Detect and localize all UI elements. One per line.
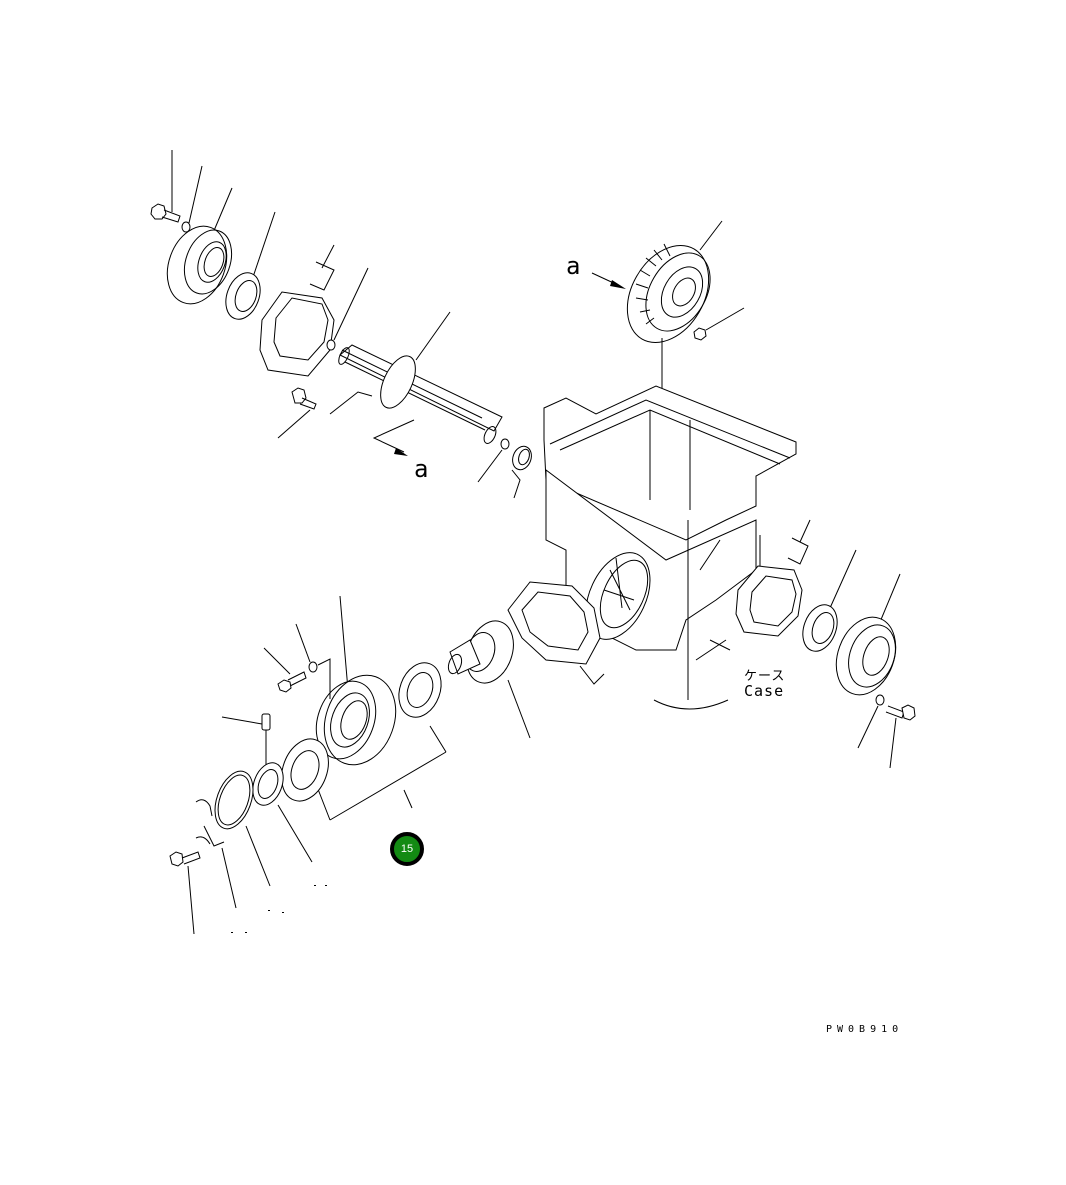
bevel-pinion-shaft: [338, 311, 503, 444]
view-arrow-top: [591, 272, 626, 289]
lock-plate: [252, 762, 313, 863]
pinion-bolt: [277, 387, 373, 439]
lower-cage: [315, 595, 397, 766]
pinion-plug: [477, 438, 510, 483]
right-bolt: [885, 704, 916, 769]
callout-number: 15: [400, 843, 414, 855]
stray-dots: [231, 885, 327, 933]
upper-left-bearing-cage: [166, 187, 233, 305]
pinion-seal: [511, 445, 532, 499]
lower-shim: [507, 581, 605, 685]
lower-bearing-2: [281, 738, 329, 802]
lower-cage-washer: [295, 623, 331, 699]
case-label-en: Case: [744, 682, 785, 700]
upper-left-shim: [259, 244, 335, 377]
bevel-gear-nut: [693, 307, 745, 341]
lock-wire: [195, 799, 237, 909]
right-bearing: [802, 549, 857, 652]
right-shim: [735, 519, 811, 637]
plate: [214, 770, 271, 887]
lower-cage-bolt: [263, 647, 307, 693]
bevel-gear-shaft: [447, 620, 531, 739]
view-arrow-mid: [372, 419, 415, 456]
case: [543, 360, 797, 710]
upper-left-washer: [181, 165, 203, 233]
upper-left-plug: [326, 267, 369, 351]
view-arrow-label-top: a: [566, 252, 581, 280]
callout-badge-15[interactable]: 15: [390, 832, 424, 866]
lower-bearing: [398, 662, 442, 718]
lower-pin: [221, 713, 271, 765]
right-bearing-cage: [835, 573, 901, 696]
right-washer: [857, 694, 885, 749]
lower-bolt: [169, 851, 201, 935]
case-label-jp: ケース: [744, 669, 786, 684]
lower-shim-bracket: [315, 725, 447, 821]
view-arrow-label-mid: a: [414, 455, 429, 483]
reference-code: PW0B910: [826, 1024, 904, 1035]
bevel-gear: [626, 220, 723, 360]
upper-left-bearing: [225, 211, 276, 320]
upper-left-bolt: [150, 150, 181, 223]
